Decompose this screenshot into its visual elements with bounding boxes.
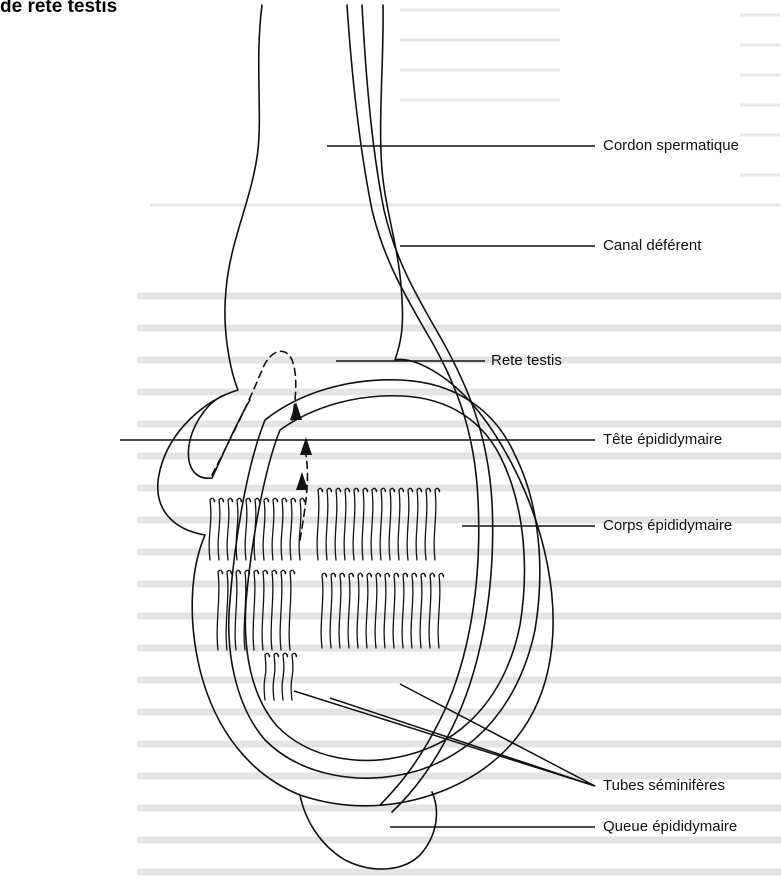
tubule-coil-row xyxy=(321,573,443,648)
tubule-coil-row xyxy=(317,488,439,560)
label-tete: Tête épididymaire xyxy=(603,431,722,449)
label-queue: Queue épididymaire xyxy=(603,818,737,836)
leader-lines xyxy=(120,146,595,827)
testis-outer-contour xyxy=(158,360,553,806)
label-canal: Canal déférent xyxy=(603,237,701,255)
leader-tubes-2 xyxy=(330,698,595,786)
vas-deferens-outer xyxy=(347,5,479,805)
tubule-coil-row xyxy=(209,498,304,560)
cord-envelope-right xyxy=(381,5,403,360)
vas-deferens-inner xyxy=(362,5,493,812)
label-rete: Rete testis xyxy=(491,352,562,370)
epididymis-head xyxy=(188,395,250,478)
label-corps: Corps épididymaire xyxy=(603,517,732,535)
flow-arrows xyxy=(290,402,312,490)
cord-envelope-left xyxy=(225,5,262,390)
leader-tubes-3 xyxy=(400,684,595,786)
rete-testis-path-2 xyxy=(300,455,307,540)
tubule-coil-row xyxy=(264,653,296,700)
seminiferous-tubules xyxy=(209,488,443,700)
epididymis-tail xyxy=(300,792,436,869)
label-tubes: Tubes séminifères xyxy=(603,777,725,795)
label-cordon: Cordon spermatique xyxy=(603,137,739,155)
